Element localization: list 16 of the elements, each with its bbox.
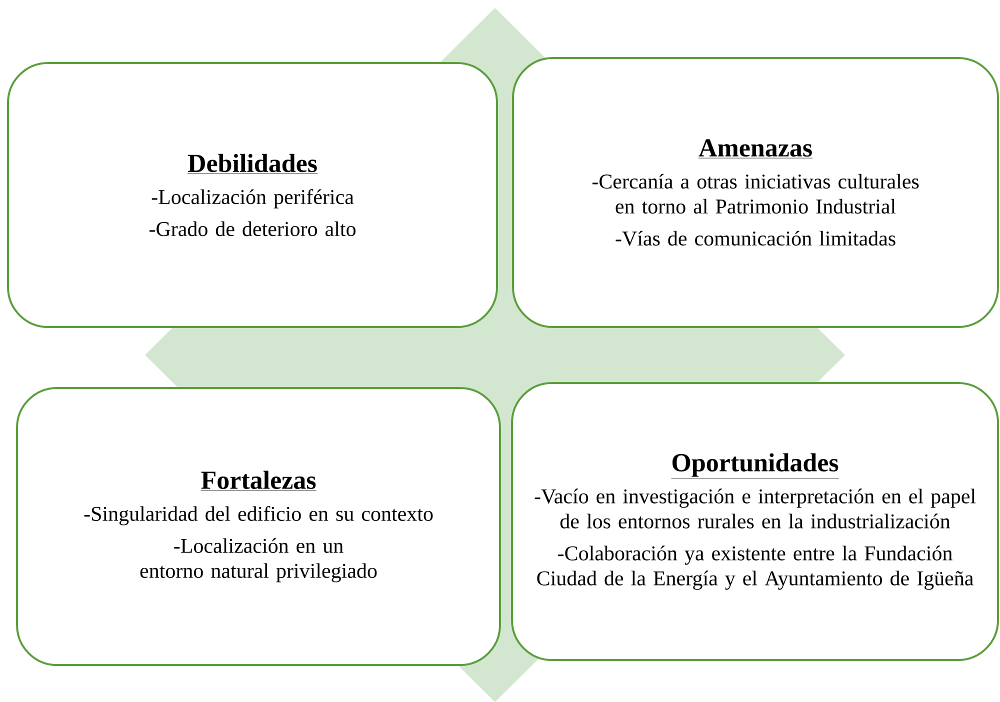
bullet-text: -Vías de comunicación limitadas bbox=[616, 230, 896, 246]
bullet-text: -Localización periférica bbox=[152, 189, 354, 208]
bullet-text: -Cercanía a otras iniciativas culturales en torno al Patrimonio Industrial bbox=[592, 174, 919, 214]
bullet-text: -Localización en un entorno natural privilegiado bbox=[140, 538, 377, 582]
bullet-text: -Vacío en investigación e interpretación en el papel de los entornos rurales en la industrialización bbox=[534, 488, 976, 528]
box-heading: Amenazas bbox=[698, 139, 813, 158]
bullet-text: -Colaboración ya existente entre la Fundación Ciudad de la Energía y el Ayuntamiento de Igüeña bbox=[537, 546, 974, 590]
bullet-text: -Grado de deterioro alto bbox=[150, 221, 356, 236]
swot-box bbox=[511, 382, 1000, 661]
box-heading: Fortalezas bbox=[200, 470, 316, 491]
box-heading: Oportunidades bbox=[671, 453, 839, 478]
swot-box bbox=[7, 62, 498, 328]
bullet-text: -Singularidad del edificio en su contexto bbox=[84, 506, 433, 526]
swot-box bbox=[512, 57, 1000, 328]
box-heading: Debilidades bbox=[187, 154, 318, 174]
swot-box bbox=[16, 387, 501, 666]
